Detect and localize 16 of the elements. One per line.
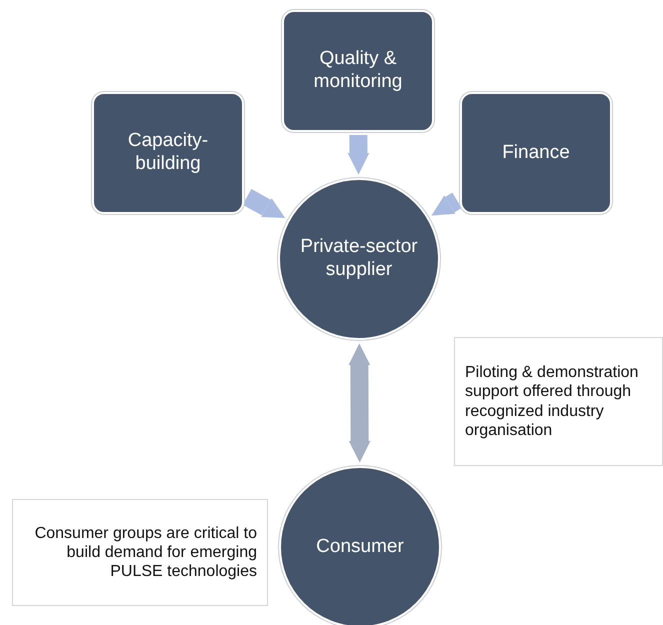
node-label: Quality & monitoring — [312, 48, 404, 94]
block-arrow — [431, 192, 462, 216]
process-box — [92, 92, 244, 214]
note-text: Consumer groups are critical to build demand for emerging PULSE technologies — [34, 524, 257, 582]
note-box — [12, 499, 268, 606]
node-label: Private-sector supplier — [299, 236, 419, 282]
block-arrow — [348, 343, 370, 463]
note-text: Piloting & demonstration support offered through recognized industry organisation — [465, 363, 640, 440]
process-box — [460, 92, 612, 214]
block-arrow — [348, 134, 370, 175]
node-label: Consumer — [316, 536, 404, 558]
block-arrow — [242, 188, 286, 218]
node-label: Capacity-building — [126, 130, 210, 176]
process-box — [282, 10, 434, 132]
node-label: Finance — [502, 142, 570, 164]
note-box — [454, 337, 663, 466]
